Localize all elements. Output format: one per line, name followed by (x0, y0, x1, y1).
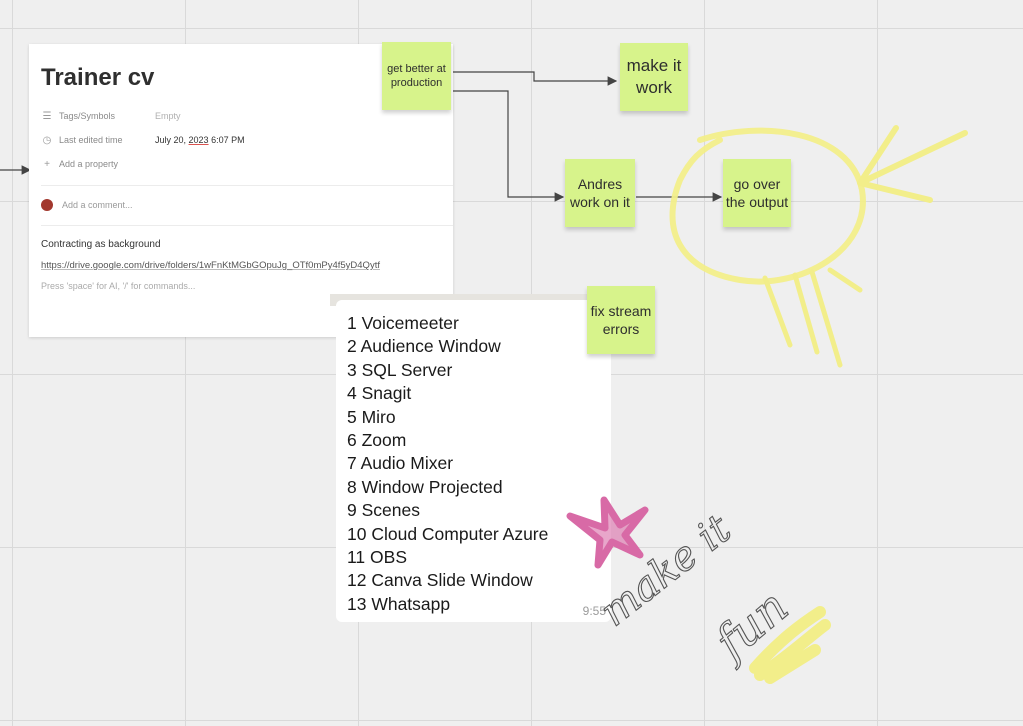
edited-year: 2023 (188, 135, 209, 145)
divider (41, 185, 453, 186)
list-item: 9 Scenes (347, 500, 420, 521)
list-item: 10 Cloud Computer Azure (347, 523, 549, 544)
drive-link[interactable]: https://drive.google.com/drive/folders/1… (41, 260, 380, 271)
list-item: 12 Canva Slide Window (347, 570, 533, 591)
editor-hint[interactable]: Press 'space' for AI, '/' for commands..… (41, 281, 196, 291)
list-icon: ☰ (42, 110, 52, 122)
edited-date: July 20, (155, 135, 189, 145)
tool-list: 1 Voicemeeter 2 Audience Window 3 SQL Se… (347, 312, 548, 616)
list-item: 11 OBS (347, 547, 407, 568)
yellow-arrow-drawing (857, 125, 968, 203)
list-item: 6 Zoom (347, 430, 407, 451)
property-last-edited[interactable]: ◷ Last edited time July 20, 2023 6:07 PM (41, 132, 245, 148)
list-item: 4 Snagit (347, 383, 412, 404)
body-text: Contracting as background (41, 239, 161, 250)
message-timestamp: 9:55 (582, 604, 606, 618)
list-item: 8 Window Projected (347, 476, 503, 497)
divider (41, 225, 453, 226)
pink-star-icon (566, 496, 649, 569)
list-item: 2 Audience Window (347, 336, 501, 357)
list-item: 1 Voicemeeter (347, 313, 459, 333)
property-value[interactable]: Empty (155, 111, 181, 121)
yellow-highlight-stroke (749, 606, 831, 684)
sticky-fix-stream[interactable]: fix stream errors (587, 286, 655, 354)
connector-to-make-it-work (452, 71, 618, 86)
pasted-list-image[interactable]: 1 Voicemeeter 2 Audience Window 3 SQL Se… (336, 300, 611, 622)
list-item: 13 Whatsapp (347, 593, 451, 614)
plus-icon: + (44, 158, 50, 170)
list-item: 5 Miro (347, 406, 396, 427)
add-property-button[interactable]: + Add a property (41, 156, 118, 172)
property-label: Last edited time (59, 135, 123, 145)
sticky-get-better[interactable]: get better at production (382, 42, 451, 110)
sticky-andres[interactable]: Andres work on it (565, 159, 635, 227)
list-item: 7 Audio Mixer (347, 453, 454, 474)
sticky-go-over[interactable]: go over the output (723, 159, 791, 227)
page-title: Trainer cv (41, 64, 155, 91)
sticky-make-it-work[interactable]: make it work (620, 43, 688, 111)
property-label: Tags/Symbols (59, 111, 116, 121)
edited-time: 6:07 PM (208, 135, 245, 145)
property-value: July 20, 2023 6:07 PM (155, 135, 245, 145)
yellow-rays-drawing (762, 267, 863, 368)
add-property-label: Add a property (59, 159, 119, 169)
yellow-circle-drawing (669, 127, 866, 285)
property-tags[interactable]: ☰ Tags/Symbols Empty (41, 108, 181, 124)
comment-placeholder: Add a comment... (62, 200, 133, 210)
clock-icon: ◷ (42, 134, 52, 146)
avatar (41, 199, 53, 211)
list-item: 3 SQL Server (347, 359, 453, 380)
comment-input[interactable]: Add a comment... (41, 199, 133, 211)
connector-to-andres (452, 90, 565, 202)
